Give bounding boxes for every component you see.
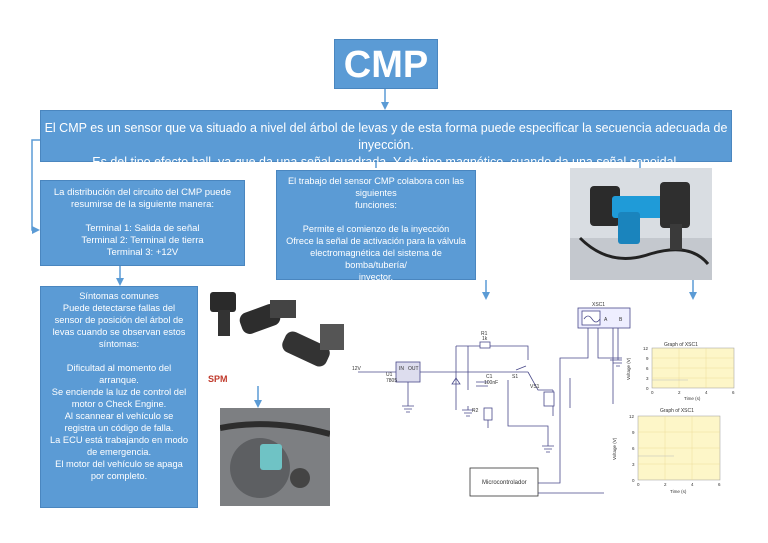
vs1-label: VS1 xyxy=(530,384,540,390)
regulator-pin-in: IN xyxy=(399,366,404,372)
regulator-part: 7805 xyxy=(386,378,397,384)
y-tick: 12 xyxy=(643,346,649,351)
symptoms-line: Dificultad al momento del xyxy=(66,363,172,373)
graph-xsc1-bottom: Graph of XSC1 12 9 6 3 0 0 2 4 6 Time (s… xyxy=(604,404,728,496)
x-tick: 6 xyxy=(718,482,721,487)
y-tick: 9 xyxy=(632,430,635,435)
r2-label: R2 xyxy=(472,408,479,414)
x-tick: 4 xyxy=(705,390,708,395)
y-tick: 6 xyxy=(646,366,649,371)
functions-line: Permite el comienzo de la inyección xyxy=(302,224,450,234)
scope-channel-a: A xyxy=(604,317,608,323)
page-title: CMP xyxy=(343,44,429,86)
symptoms-line: registra un código de falla. xyxy=(64,423,174,433)
x-tick: 0 xyxy=(637,482,640,487)
graph-title: Graph of XSC1 xyxy=(660,408,694,414)
source-label: 12V xyxy=(352,366,362,372)
regulator-pin-out: OUT xyxy=(408,366,419,372)
functions-line: El trabajo del sensor CMP colabora con l… xyxy=(287,176,465,198)
x-tick: 6 xyxy=(732,390,735,395)
y-tick: 3 xyxy=(632,462,635,467)
sensors-photo: SPM xyxy=(200,286,350,386)
intro-line: Es del tipo efecto hall, ya que da una s… xyxy=(92,155,680,169)
functions-line: electromagnética del sistema de bomba/tu… xyxy=(310,248,442,270)
graph-xsc1-top: Graph of XSC1 12 9 6 3 0 0 2 4 6 Time (s… xyxy=(622,340,742,402)
x-tick: 2 xyxy=(678,390,681,395)
distribution-line: resumirse de la siguiente manera: xyxy=(70,199,215,210)
symptoms-line: sensor de posición del árbol de xyxy=(54,315,184,325)
y-tick: 9 xyxy=(646,356,649,361)
spm-logo: SPM xyxy=(208,374,228,384)
symptoms-line: arranque. xyxy=(99,375,139,385)
y-tick: 12 xyxy=(629,414,635,419)
distribution-line: Terminal 1: Salida de señal xyxy=(85,223,200,234)
functions-box: El trabajo del sensor CMP colabora con l… xyxy=(276,170,476,294)
symptoms-line: Síntomas comunes xyxy=(79,291,159,301)
functions-line: Ayuda en la regulación de cada cilindro. xyxy=(294,284,458,294)
x-axis-label: Time (s) xyxy=(684,396,701,401)
c1-value: 100nF xyxy=(484,380,498,386)
c1-label: C1 xyxy=(486,374,493,380)
scope-label: XSC1 xyxy=(592,302,605,308)
microcontroller-label: Microcontrolador xyxy=(482,480,527,486)
functions-line: Ofrece la señal de activación para la vá… xyxy=(286,236,466,246)
symptoms-line: levas cuando se observan estos xyxy=(52,327,186,337)
functions-line: funciones: xyxy=(355,200,397,210)
symptoms-line: El motor del vehículo se apaga xyxy=(55,459,183,469)
circuit-schematic: XSC1 A B 12V U1 IN OUT 7805 R1 1k C1 100… xyxy=(352,302,631,497)
distribution-box: La distribución del circuito del CMP pue… xyxy=(40,180,245,266)
y-tick: 3 xyxy=(646,376,649,381)
cmp-sensor-photo xyxy=(570,168,712,280)
symptoms-line: Puede detectarse fallas del xyxy=(62,303,176,313)
symptoms-line: de emergencia. xyxy=(86,447,152,457)
y-axis-label: Voltage (V) xyxy=(612,437,617,460)
symptoms-line: por completo. xyxy=(90,471,148,481)
x-tick: 2 xyxy=(664,482,667,487)
switch-label: S1 xyxy=(512,374,518,380)
distribution-line: Terminal 3: +12V xyxy=(106,247,179,258)
functions-line: inyector. xyxy=(358,272,394,282)
r1-label: R1 xyxy=(481,331,488,337)
engine-photo xyxy=(220,408,330,506)
x-axis-label: Time (s) xyxy=(670,489,687,494)
symptoms-line: motor o Check Engine. xyxy=(71,399,167,409)
y-tick: 0 xyxy=(632,478,635,483)
y-tick: 6 xyxy=(632,446,635,451)
regulator-label: U1 xyxy=(386,372,393,378)
intro-box: El CMP es un sensor que va situado a niv… xyxy=(40,110,732,169)
symptoms-line: La ECU está trabajando en modo xyxy=(50,435,188,445)
r1-value: 1k xyxy=(482,336,488,342)
symptoms-line: Se enciende la luz de control del xyxy=(51,387,187,397)
graph-title: Graph of XSC1 xyxy=(664,342,698,348)
arrow-intro-to-distribution xyxy=(31,139,40,234)
y-tick: 0 xyxy=(646,386,649,391)
distribution-line: La distribución del circuito del CMP pue… xyxy=(53,187,232,198)
symptoms-line: Al scannear el vehículo se xyxy=(64,411,174,421)
y-axis-label: Voltage (V) xyxy=(626,357,631,380)
symptoms-line: síntomas: xyxy=(98,339,140,349)
x-tick: 4 xyxy=(691,482,694,487)
scope-channel-b: B xyxy=(619,317,623,323)
title-box: CMP xyxy=(334,39,438,89)
x-tick: 0 xyxy=(651,390,654,395)
intro-line: El CMP es un sensor que va situado a niv… xyxy=(44,121,728,152)
distribution-line: Terminal 2: Terminal de tierra xyxy=(81,235,204,246)
symptoms-box: Síntomas comunes Puede detectarse fallas… xyxy=(40,286,198,508)
